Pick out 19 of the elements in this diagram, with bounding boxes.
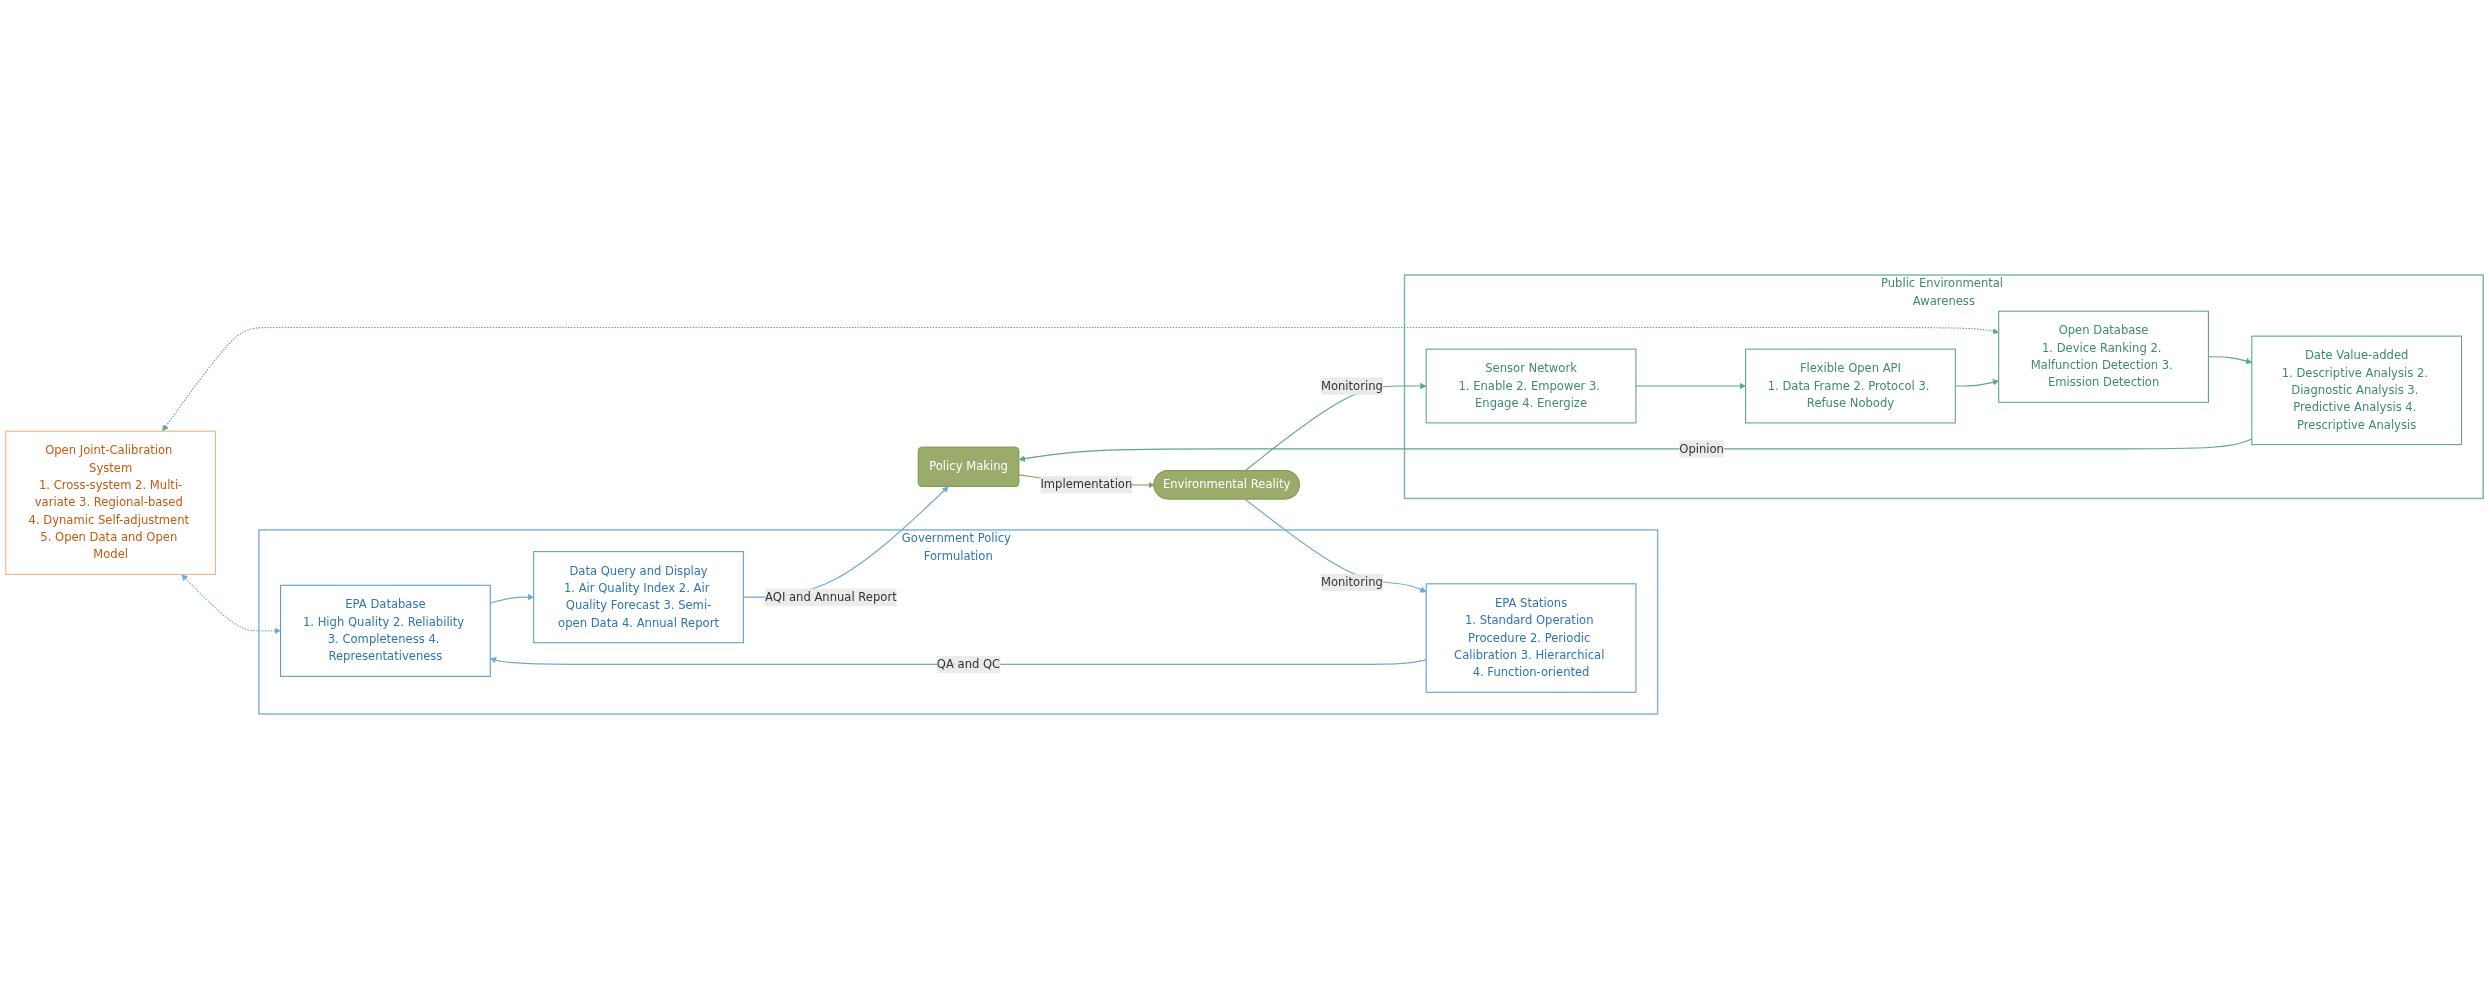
edge-label: QA and QC: [936, 657, 1001, 671]
edge-label: AQI and Annual Report: [765, 589, 897, 604]
edge-label: Monitoring: [1320, 575, 1383, 589]
arrow: [490, 657, 1427, 666]
node-box: EPA Stations 1. Standard Operation Procedure 2. Periodic Calibration 3. Hierarchical 4. Function-oriented: [1425, 583, 1637, 693]
edge-label: Monitoring: [1320, 378, 1383, 393]
node-box: Flexible Open API 1. Data Frame 2. Protocol 3. Refuse Nobody: [1745, 348, 1956, 424]
node-box: Sensor Network 1. Enable 2. Empower 3. Engage 4. Energize: [1425, 348, 1637, 424]
node-box: Open Database 1. Device Ranking 2. Malfunction Detection 3. Emission Detection: [1998, 310, 2209, 403]
arrow: [181, 574, 281, 634]
edge-label: Opinion: [1679, 441, 1724, 456]
node-box: Date Value-added 1. Descriptive Analysis 2. Diagnostic Analysis 3. Predictive Analysis 4. Prescriptive Analysis: [2251, 335, 2463, 446]
node-box: EPA Database 1. High Quality 2. Reliability 3. Completeness 4. Representativeness: [280, 584, 491, 677]
edge-label: Implementation: [1040, 477, 1133, 492]
arrow: [1635, 382, 1746, 390]
arrow: [162, 326, 1999, 432]
node-box: Data Query and Display 1. Air Quality Index 2. Air Quality Forecast 3. Semi-open Data 4. Annual Report: [533, 551, 744, 644]
arrow: [1244, 498, 1427, 593]
node-box: Open Joint-Calibration System 1. Cross-system 2. Multi-variate 3. Regional-based 4. Dynamic Self-adjustment 5. Open Data and Open Model: [5, 430, 217, 575]
